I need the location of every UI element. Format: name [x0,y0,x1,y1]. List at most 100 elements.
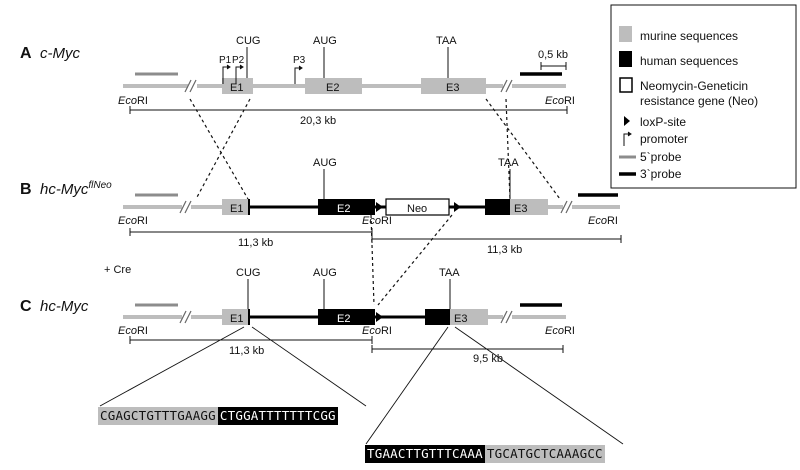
size-bracket-b-left [129,228,373,236]
size-label-b-left: 11,3 kb [238,237,273,249]
zoom-lines [99,326,624,445]
legend-box [610,4,797,189]
exon-e2-b [318,199,375,215]
codon-cug-c: CUG [236,267,260,279]
promoter-arrows-a [222,64,303,84]
connectors-b-c [370,214,453,306]
sequence-e1-murine: CGAGCTGTTTGAAGG [98,407,218,425]
codon-taa-c: TAA [439,267,460,279]
legend-label-human: human sequences [640,54,738,68]
sequence-e3-human: TGAACTTGTTTCAAA [365,445,485,463]
promoter-p1-label: P1 [219,55,232,66]
panel-b-gene: hc-MycflNeo [40,180,112,198]
codon-taa-b: TAA [498,157,519,169]
codon-cug-a: CUG [236,35,260,47]
exon-e1-a [222,78,253,94]
legend-label-probe3: 3`probe [640,167,682,181]
panel-a-gene: c-Myc [40,45,80,62]
break-mark-a-right [500,79,513,93]
exon-e3-c-murine [450,309,488,325]
exon-e2-a [305,78,362,94]
exon-e2-c [318,309,375,325]
codon-aug-a: AUG [313,35,337,47]
exon-e3-c-human [425,309,450,325]
break-mark-c-right [500,310,513,324]
size-bracket-a [129,106,568,114]
panel-c: C hc-Myc E1 E2 E3 CUG AUG TAA EcoRI EcoR… [20,267,575,365]
exon-e1-b-label: E1 [230,203,243,215]
codon-taa-a: TAA [436,35,457,47]
size-label-b-right: 11,3 kb [487,244,522,256]
legend-promoter-icon [623,131,632,146]
ecori-c-right: EcoRI [545,325,575,337]
exon-e1-c-human-part [248,309,250,325]
ecori-b-middle: EcoRI [362,215,392,227]
legend-label-murine: murine sequences [640,29,738,43]
exon-e3-b-human [485,199,510,215]
break-mark-b-left [179,200,192,214]
panel-c-letter: C [20,298,32,315]
codon-aug-b: AUG [313,157,337,169]
cre-label: + Cre [104,264,131,276]
exon-e3-b-murine [510,199,548,215]
sequence-e1-human: CTGGATTTTTTTCGG [217,407,338,425]
loxp-site-b-1 [376,202,383,212]
legend-swatch-neo [619,77,633,93]
legend-label-probe5: 5`probe [640,150,682,164]
ecori-a-right: EcoRI [545,95,575,107]
neo-cassette-label: Neo [407,203,427,215]
ecori-c-middle: EcoRI [362,325,392,337]
legend-label-neo-2: resistance gene (Neo) [640,94,758,108]
loxp-site-b-2 [454,202,461,212]
ecori-b-left: EcoRI [118,215,148,227]
legend-swatch-murine [619,26,632,42]
exon-e2-b-label: E2 [337,203,350,215]
size-bracket-b-right [371,235,622,243]
exon-e2-a-label: E2 [326,82,339,94]
exon-e3-c-label: E3 [454,313,467,325]
exon-e3-b-label: E3 [514,203,527,215]
loxp-site-c [376,312,383,322]
panel-b-letter: B [20,181,32,198]
scale-bar-label: 0,5 kb [538,49,568,61]
panel-c-gene: hc-Myc [40,298,89,315]
ecori-b-right: EcoRI [588,215,618,227]
connectors-a-b [189,98,561,200]
break-mark-b-right [560,200,573,214]
exon-e2-c-label: E2 [337,313,350,325]
ecori-c-left: EcoRI [118,325,148,337]
size-label-c-right: 9,5 kb [473,353,503,365]
panel-a: A c-Myc E1 E2 E3 CUG AUG TAA P1 P2 P3 [20,35,575,127]
legend-loxp-icon [624,116,630,126]
panel-a-letter: A [20,45,32,62]
size-label-a: 20,3 kb [300,115,336,127]
legend-label-promoter: promoter [640,132,688,146]
break-mark-c-left [179,310,192,324]
exon-e1-c-label: E1 [230,313,243,325]
ecori-a-left: EcoRI [118,95,148,107]
exon-e1-c [222,309,248,325]
promoter-p3-label: P3 [293,55,306,66]
promoter-p2-label: P2 [232,55,245,66]
legend-label-neo-1: Neomycin-Geneticin [640,79,748,93]
size-bracket-c-right [371,345,564,353]
legend: murine sequences human sequences Neomyci… [610,4,797,189]
size-label-c-left: 11,3 kb [229,345,264,357]
legend-label-loxp: loxP-site [640,115,686,129]
exon-e3-a [421,78,486,94]
exon-e1-b-human-part [248,199,250,215]
exon-e3-a-label: E3 [446,82,459,94]
neo-cassette [385,198,450,216]
size-bracket-c-left [129,336,373,344]
codon-aug-c: AUG [313,267,337,279]
scale-bar [540,62,567,70]
legend-swatch-human [619,51,632,67]
sequence-e3-murine: TGCATGCTCAAAGCC [484,445,605,463]
exon-e1-a-label: E1 [230,82,243,94]
panel-b: B hc-MycflNeo E1 E2 Neo E3 AUG TAA EcoRI [20,157,622,256]
exon-e1-b [222,199,248,215]
